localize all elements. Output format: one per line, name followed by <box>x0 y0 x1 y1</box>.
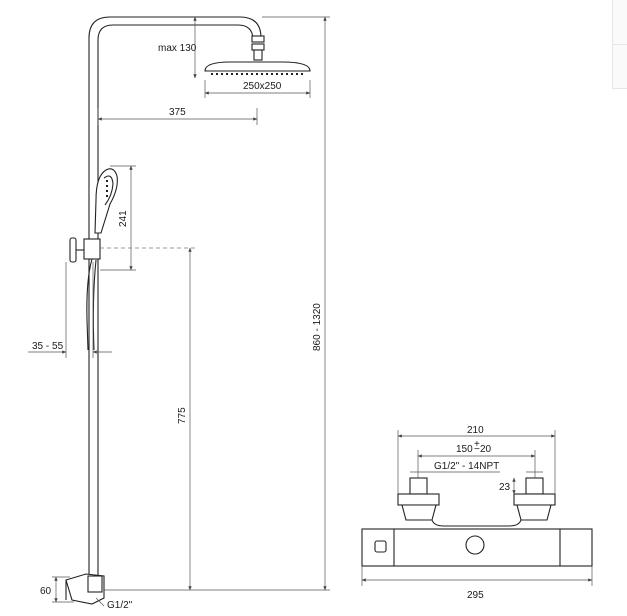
right-connector-nut <box>525 477 544 495</box>
thermostatic-mixer <box>361 477 593 567</box>
label-body-width: 295 <box>467 590 484 601</box>
mixer-dimension-lines <box>361 430 593 586</box>
label-max-130: max 130 <box>158 43 197 54</box>
label-total-height: 860 - 1320 <box>312 303 323 351</box>
shower-hose <box>92 259 97 351</box>
rain-shower-head <box>204 61 311 72</box>
left-connector-nut <box>409 477 428 495</box>
label-mixer-thread: G1/2" - 14NPT <box>434 461 499 472</box>
label-arm-length: 375 <box>169 107 186 118</box>
left-inlet <box>401 504 437 521</box>
right-inlet <box>516 504 552 521</box>
label-mixer-width: 210 <box>467 425 484 436</box>
elbow-nut <box>87 575 103 593</box>
shower-hose <box>86 258 93 351</box>
head-connector-ring <box>251 35 265 43</box>
mixer-button <box>465 535 485 555</box>
riser-pipe <box>88 16 262 597</box>
label-mixer-spacing: 150 <box>456 444 473 455</box>
diverter-knob <box>69 237 77 263</box>
hand-shower <box>94 168 118 234</box>
label-bar-height: 775 <box>177 407 188 424</box>
label-tolerance-sign: + <box>474 439 480 450</box>
temperature-indicator <box>374 540 387 553</box>
left-eccentric <box>397 493 440 506</box>
dimension-lines <box>28 16 330 607</box>
right-eccentric <box>513 493 556 506</box>
head-connector-neck <box>253 49 263 61</box>
label-hand-shower: 241 <box>118 210 129 227</box>
head-connector-ring <box>251 43 265 51</box>
label-tolerance-sign-minus: − <box>474 444 480 455</box>
label-head-size: 250x250 <box>243 81 282 92</box>
label-connector: 23 <box>499 482 511 493</box>
side-panel-divider <box>612 44 627 45</box>
label-wall-distance: 35 - 55 <box>32 341 64 352</box>
shower-column <box>65 16 311 605</box>
label-elbow-thread: G1/2" <box>107 600 133 611</box>
label-elbow-height: 60 <box>40 586 52 597</box>
riser-pipe-inner <box>97 24 254 597</box>
diverter-body <box>83 238 101 260</box>
mixer-bridge <box>431 519 522 527</box>
label-mixer-tolerance: 20 <box>480 444 492 455</box>
hand-shower-face <box>103 175 114 206</box>
